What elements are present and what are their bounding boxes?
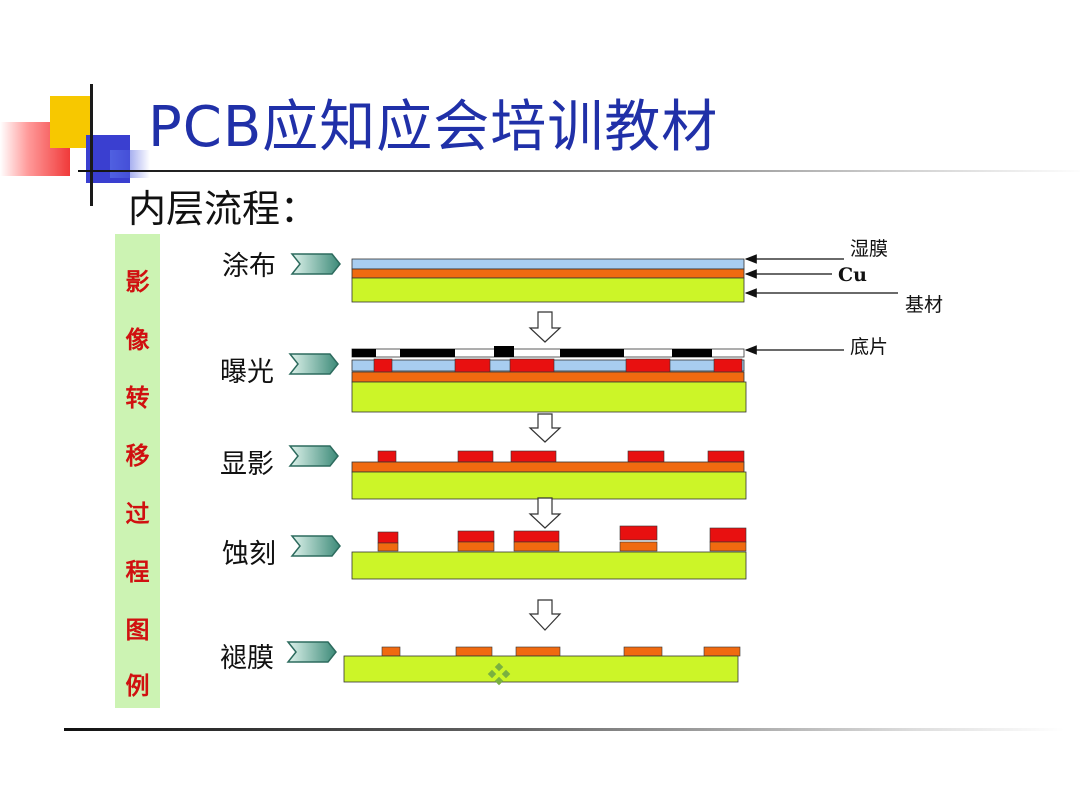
step-label-develop: 显影 [220, 449, 274, 480]
step-label-strip: 褪膜 [220, 643, 274, 674]
copper-trace [623, 646, 663, 657]
annotation-substrate: 基材 [905, 294, 944, 316]
substrate-layer [351, 471, 747, 500]
exposed-resist [373, 358, 393, 374]
step-label-etch: 蚀刻 [222, 539, 276, 570]
annotation-cu: Cu [838, 264, 867, 286]
side-char: 图 [125, 615, 150, 644]
copper-trace [703, 646, 741, 657]
side-char: 程 [125, 557, 150, 586]
slide-title: PCB应知应会培训教材 [148, 95, 719, 160]
resist-pattern [457, 450, 494, 463]
copper-trace [457, 541, 495, 552]
phototool-dark [400, 349, 455, 357]
side-char: 过 [125, 499, 150, 528]
down-arrow-icon [528, 497, 562, 529]
copper-trace [709, 541, 747, 552]
phototool-dark [672, 349, 712, 357]
footer-line [64, 728, 1064, 731]
stack-exposure [351, 346, 747, 413]
decorative-blue-fade [110, 150, 150, 178]
stack-develop [351, 450, 747, 500]
exposed-resist [713, 358, 743, 374]
resist-pattern [627, 450, 665, 463]
slide-subtitle: 内层流程： [128, 187, 319, 231]
step-arrow-icon [290, 535, 341, 557]
copper-layer [351, 461, 745, 473]
substrate-layer [343, 655, 739, 683]
step-arrow-icon [288, 445, 339, 467]
down-arrow-icon [528, 413, 562, 443]
side-char: 转 [125, 383, 150, 412]
phototool-dark [494, 346, 514, 357]
copper-trace [377, 542, 399, 552]
resist-pattern [377, 450, 397, 463]
step-arrow-icon [288, 353, 339, 375]
substrate-layer [351, 381, 747, 413]
resist-pattern [709, 527, 747, 543]
side-label-box: 影 像 转 移 过 程 图 例 [115, 234, 160, 708]
copper-layer [351, 371, 745, 383]
step-label-coating: 涂布 [222, 251, 276, 282]
substrate-layer [351, 551, 747, 580]
resist-pattern [513, 530, 560, 543]
side-char: 例 [125, 671, 150, 700]
wet-film-layer [351, 258, 745, 270]
side-char: 像 [125, 325, 150, 354]
decorative-yellow-square [50, 96, 92, 148]
resist-pattern [377, 531, 399, 544]
resist-pattern [510, 450, 557, 463]
copper-trace [381, 646, 401, 657]
exposed-resist [625, 358, 671, 374]
phototool-dark [560, 349, 624, 357]
step-arrow-icon [290, 253, 341, 275]
annotation-phototool: 底片 [850, 336, 889, 358]
substrate-layer [351, 277, 745, 303]
resist-pattern [457, 530, 495, 543]
copper-trace [619, 541, 658, 552]
step-arrow-icon [286, 641, 337, 663]
decorative-diamond-icon [487, 662, 511, 686]
stack-coating [351, 258, 745, 303]
resist-pattern [707, 450, 745, 463]
title-underline [78, 170, 1080, 172]
decorative-vertical-line [90, 84, 93, 206]
stack-etch [351, 525, 747, 580]
side-char: 移 [125, 441, 150, 470]
down-arrow-icon [528, 599, 562, 631]
down-arrow-icon [528, 311, 562, 343]
copper-trace [513, 541, 560, 552]
exposed-resist [509, 358, 555, 374]
annotation-wet-film: 湿膜 [850, 238, 889, 260]
copper-trace [515, 646, 561, 657]
side-char: 影 [125, 267, 150, 296]
phototool-dark [352, 349, 376, 357]
resist-pattern [619, 525, 658, 541]
copper-layer [351, 268, 745, 279]
stack-strip [343, 646, 741, 683]
step-label-exposure: 曝光 [220, 357, 274, 388]
copper-trace [455, 646, 493, 657]
exposed-resist [454, 358, 491, 374]
